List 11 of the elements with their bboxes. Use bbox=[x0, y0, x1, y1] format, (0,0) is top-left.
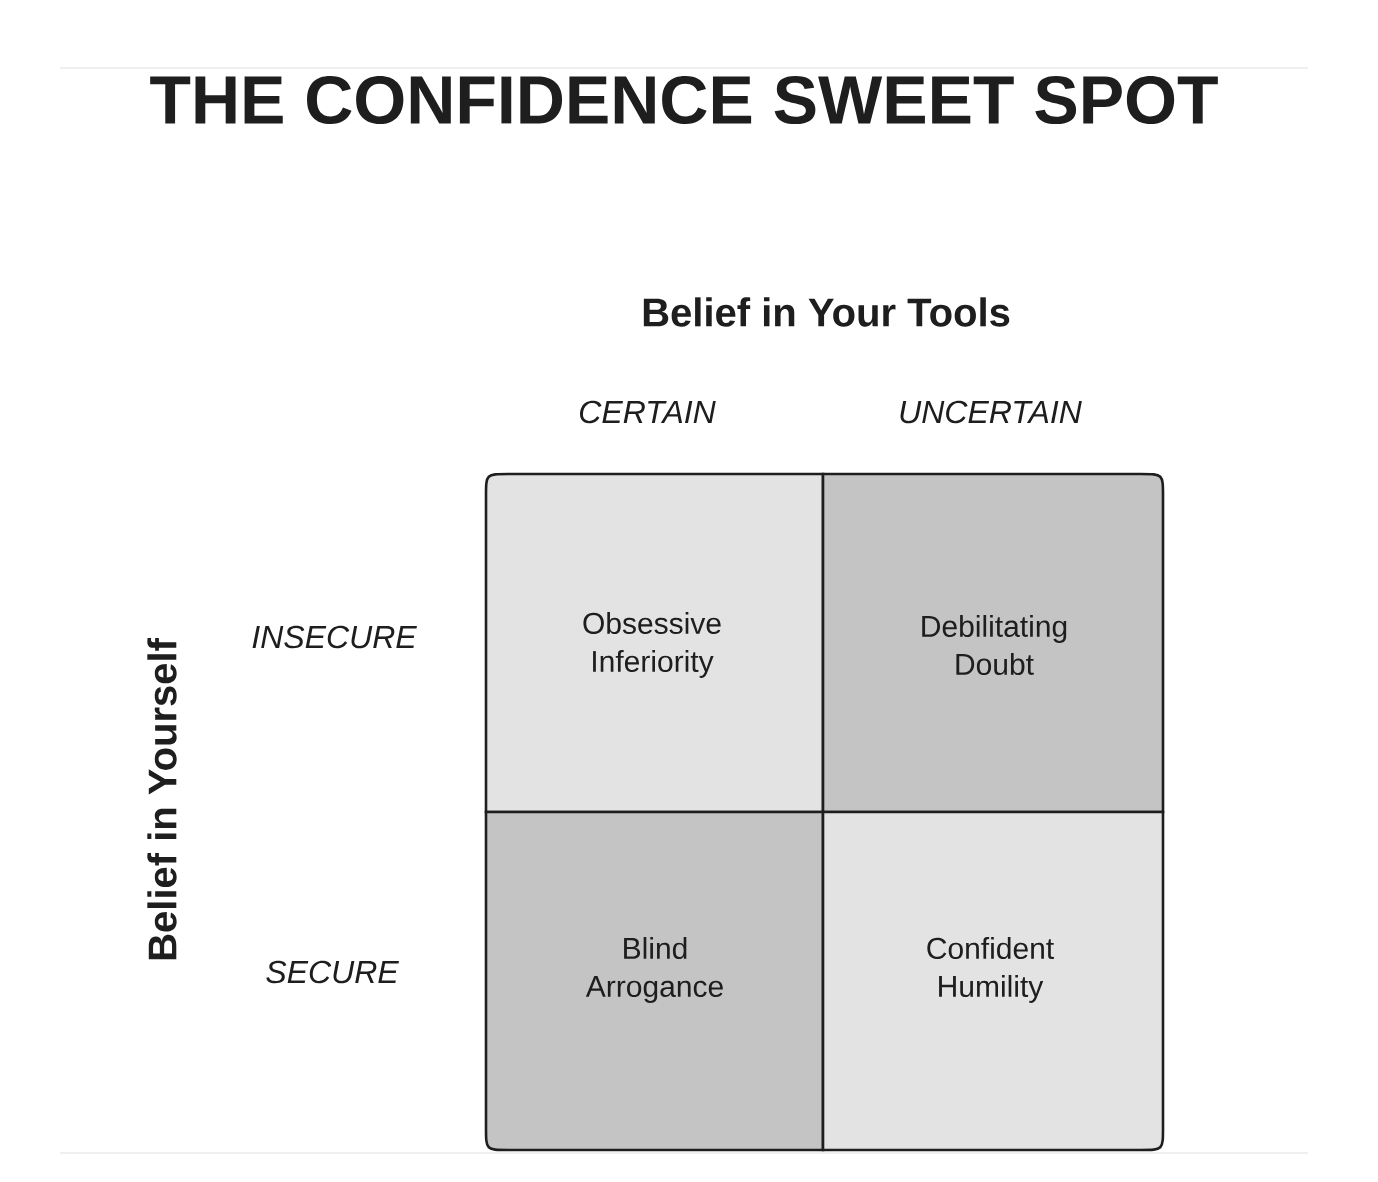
quadrant-cell: Debilitating Doubt bbox=[821, 472, 1165, 814]
quadrant-cell: Obsessive Inferiority bbox=[484, 472, 825, 814]
row-label: SECURE bbox=[266, 960, 399, 984]
axis-title: Belief in Yourself bbox=[147, 638, 177, 960]
column-label: CERTAIN bbox=[580, 400, 716, 424]
axis-title: Belief in Your Tools bbox=[643, 297, 1010, 327]
quadrant-cell: Blind Arrogance bbox=[484, 810, 825, 1152]
title: THE CONFIDENCE SWEET SPOT bbox=[150, 75, 1218, 125]
quadrant-cell: Confident Humility bbox=[821, 810, 1165, 1152]
column-label: UNCERTAIN bbox=[900, 400, 1082, 424]
row-label: INSECURE bbox=[252, 625, 417, 649]
